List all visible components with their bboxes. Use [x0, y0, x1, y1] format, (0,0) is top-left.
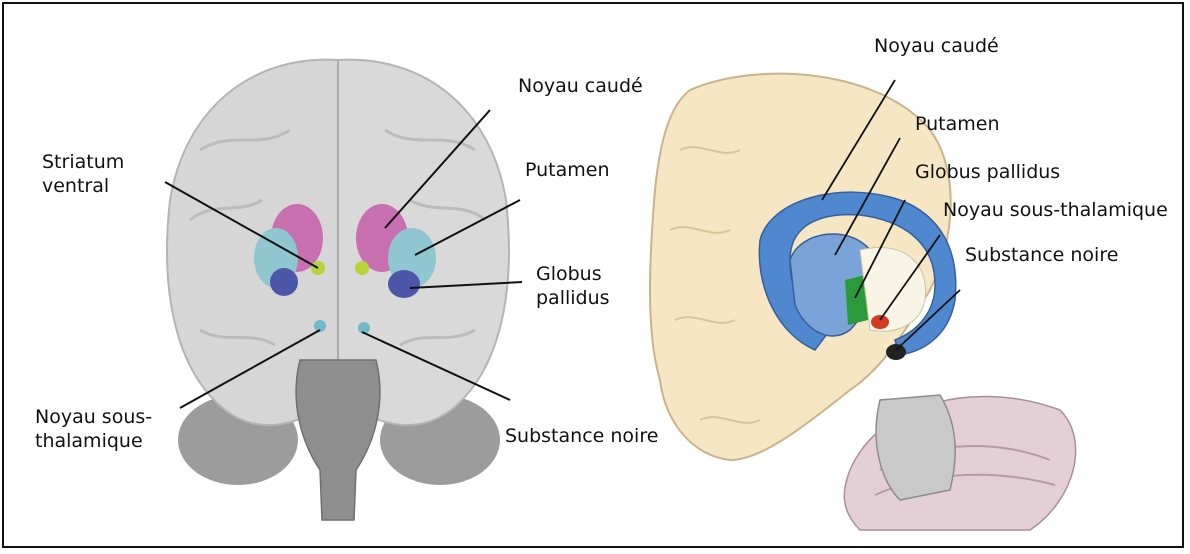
- front-brainstem: [296, 360, 380, 520]
- side-brain-illustration: [650, 74, 1076, 530]
- front-brain-illustration: [165, 60, 522, 520]
- label-substance-noire-side: Substance noire: [965, 243, 1118, 267]
- label-striatum-line1: Striatum: [42, 150, 162, 174]
- label-globus-pallidus-side: Globus pallidus: [915, 160, 1060, 184]
- label-noyau-sous-line2: thalamique: [35, 429, 185, 453]
- label-noyau-sous-thalamique-side: Noyau sous-thalamique: [943, 198, 1168, 222]
- label-striatum-ventral: Striatum ventral: [42, 150, 162, 198]
- label-substance-noire-front: Substance noire: [505, 424, 658, 448]
- front-pallidus-left: [270, 268, 298, 296]
- label-globus-line1: Globus: [536, 262, 646, 286]
- label-noyau-caude-front: Noyau caudé: [518, 74, 643, 98]
- label-putamen-front: Putamen: [525, 158, 610, 182]
- label-globus-line2: pallidus: [536, 286, 646, 310]
- label-noyau-caude-side: Noyau caudé: [874, 34, 999, 58]
- label-noyau-sous-line1: Noyau sous-: [35, 405, 185, 429]
- front-ventral-striatum-right: [355, 261, 369, 275]
- side-substantia-nigra: [886, 344, 906, 360]
- front-pallidus-right: [388, 270, 420, 298]
- side-subthalamic: [871, 315, 889, 329]
- label-globus-pallidus-front: Globus pallidus: [536, 262, 646, 310]
- side-brainstem: [876, 395, 955, 500]
- label-putamen-side: Putamen: [915, 112, 1000, 136]
- label-striatum-line2: ventral: [42, 174, 162, 198]
- label-noyau-sous-thalamique-front: Noyau sous- thalamique: [35, 405, 185, 453]
